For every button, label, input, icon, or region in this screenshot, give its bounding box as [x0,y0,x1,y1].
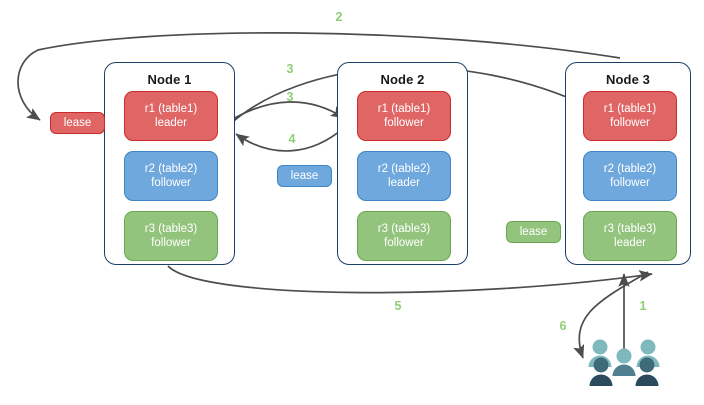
edge-step-5 [167,265,653,294]
replica-line-2: leader [155,117,187,129]
replica-line-2: follower [384,117,424,129]
step-label-5: 5 [394,299,402,313]
edge-step-4 [235,123,349,152]
replica-line-1: r2 (table2) [377,163,431,175]
replica-line-1: r3 (table3) [144,223,198,235]
replica-line-2: leader [388,177,420,189]
replica-line-2: follower [384,237,424,249]
replica-r1[interactable]: r1 (table1) follower [583,91,677,141]
edge-step-3-lower [227,101,345,123]
step-label-3-upper: 3 [286,62,294,76]
replica-r2[interactable]: r2 (table2) follower [124,151,218,201]
step-label-6: 6 [559,319,567,333]
node-title: Node 3 [606,72,650,87]
replica-line-1: r3 (table3) [603,223,657,235]
replica-r3[interactable]: r3 (table3) leader [583,211,677,261]
lease-chip-green[interactable]: lease [506,221,561,243]
replica-line-1: r1 (table1) [144,103,198,115]
replica-r3[interactable]: r3 (table3) follower [124,211,218,261]
node-container-2[interactable]: Node 2 r1 (table1) follower r2 (table2) … [337,62,468,265]
users-icon [586,338,662,390]
replica-line-2: leader [614,237,646,249]
lease-chip-red[interactable]: lease [50,112,105,134]
node-container-3[interactable]: Node 3 r1 (table1) follower r2 (table2) … [565,62,691,265]
lease-label: lease [290,170,319,182]
replica-line-2: follower [610,177,650,189]
replica-r1[interactable]: r1 (table1) leader [124,91,218,141]
edge-step-6 [573,271,649,359]
node-container-1[interactable]: Node 1 r1 (table1) leader r2 (table2) fo… [104,62,235,265]
replica-line-2: follower [151,177,191,189]
replica-r3[interactable]: r3 (table3) follower [357,211,451,261]
lease-label: lease [519,226,548,238]
step-label-3-lower: 3 [286,90,294,104]
replica-line-1: r1 (table1) [603,103,657,115]
lease-chip-blue[interactable]: lease [277,165,332,187]
node-title: Node 1 [147,72,192,87]
replica-r1[interactable]: r1 (table1) follower [357,91,451,141]
step-label-2: 2 [335,10,343,24]
replica-line-2: follower [151,237,191,249]
replica-line-2: follower [610,117,650,129]
lease-label: lease [63,117,92,129]
replica-r2[interactable]: r2 (table2) leader [357,151,451,201]
replica-line-1: r1 (table1) [377,103,431,115]
replica-r2[interactable]: r2 (table2) follower [583,151,677,201]
edge-step-2 [17,32,621,121]
replica-line-1: r2 (table2) [603,163,657,175]
replica-line-1: r2 (table2) [144,163,198,175]
step-label-1: 1 [639,299,647,313]
step-label-4: 4 [288,132,296,146]
replica-line-1: r3 (table3) [377,223,431,235]
node-title: Node 2 [380,72,425,87]
